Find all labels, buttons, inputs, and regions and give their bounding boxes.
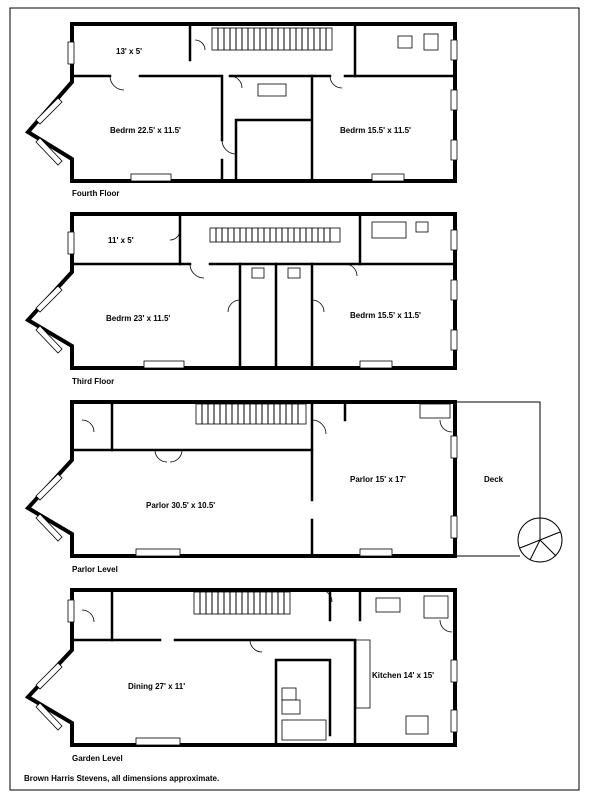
footer-note: Brown Harris Stevens, all dimensions app… <box>24 774 219 783</box>
parlor-level-plan: Parlor 15' x 17' Parlor 30.5' x 10.5' De… <box>24 400 563 563</box>
third-floor-plan: 11' x 5' Bedrm 23' x 11.5' Bedrm 15.5' x… <box>24 212 458 370</box>
room-label: Parlor 30.5' x 10.5' <box>146 501 215 510</box>
room-label: Bedrm 15.5' x 11.5' <box>350 311 421 320</box>
fourth-floor-plan: 13' x 5' Bedrm 22.5' x 11.5' Bedrm 15.5'… <box>24 22 458 183</box>
room-label: Parlor 15' x 17' <box>350 475 406 484</box>
room-label: Bedrm 22.5' x 11.5' <box>110 126 181 135</box>
room-label: Bedrm 23' x 11.5' <box>106 314 170 323</box>
room-label: 11' x 5' <box>108 236 134 245</box>
room-label: Bedrm 15.5' x 11.5' <box>340 126 411 135</box>
room-label: Dining 27' x 11' <box>128 682 185 691</box>
page-border <box>9 7 580 791</box>
floor-title: Garden Level <box>72 754 123 763</box>
garden-level-plan: Kitchen 14' x 15' Dining 27' x 11' <box>24 588 458 747</box>
floor-title: Fourth Floor <box>72 189 120 198</box>
floor-title: Parlor Level <box>72 565 118 574</box>
room-label: 13' x 5' <box>116 47 142 56</box>
room-label: Kitchen 14' x 15' <box>372 671 434 680</box>
room-label: Deck <box>484 475 504 484</box>
floor-title: Third Floor <box>72 377 114 386</box>
